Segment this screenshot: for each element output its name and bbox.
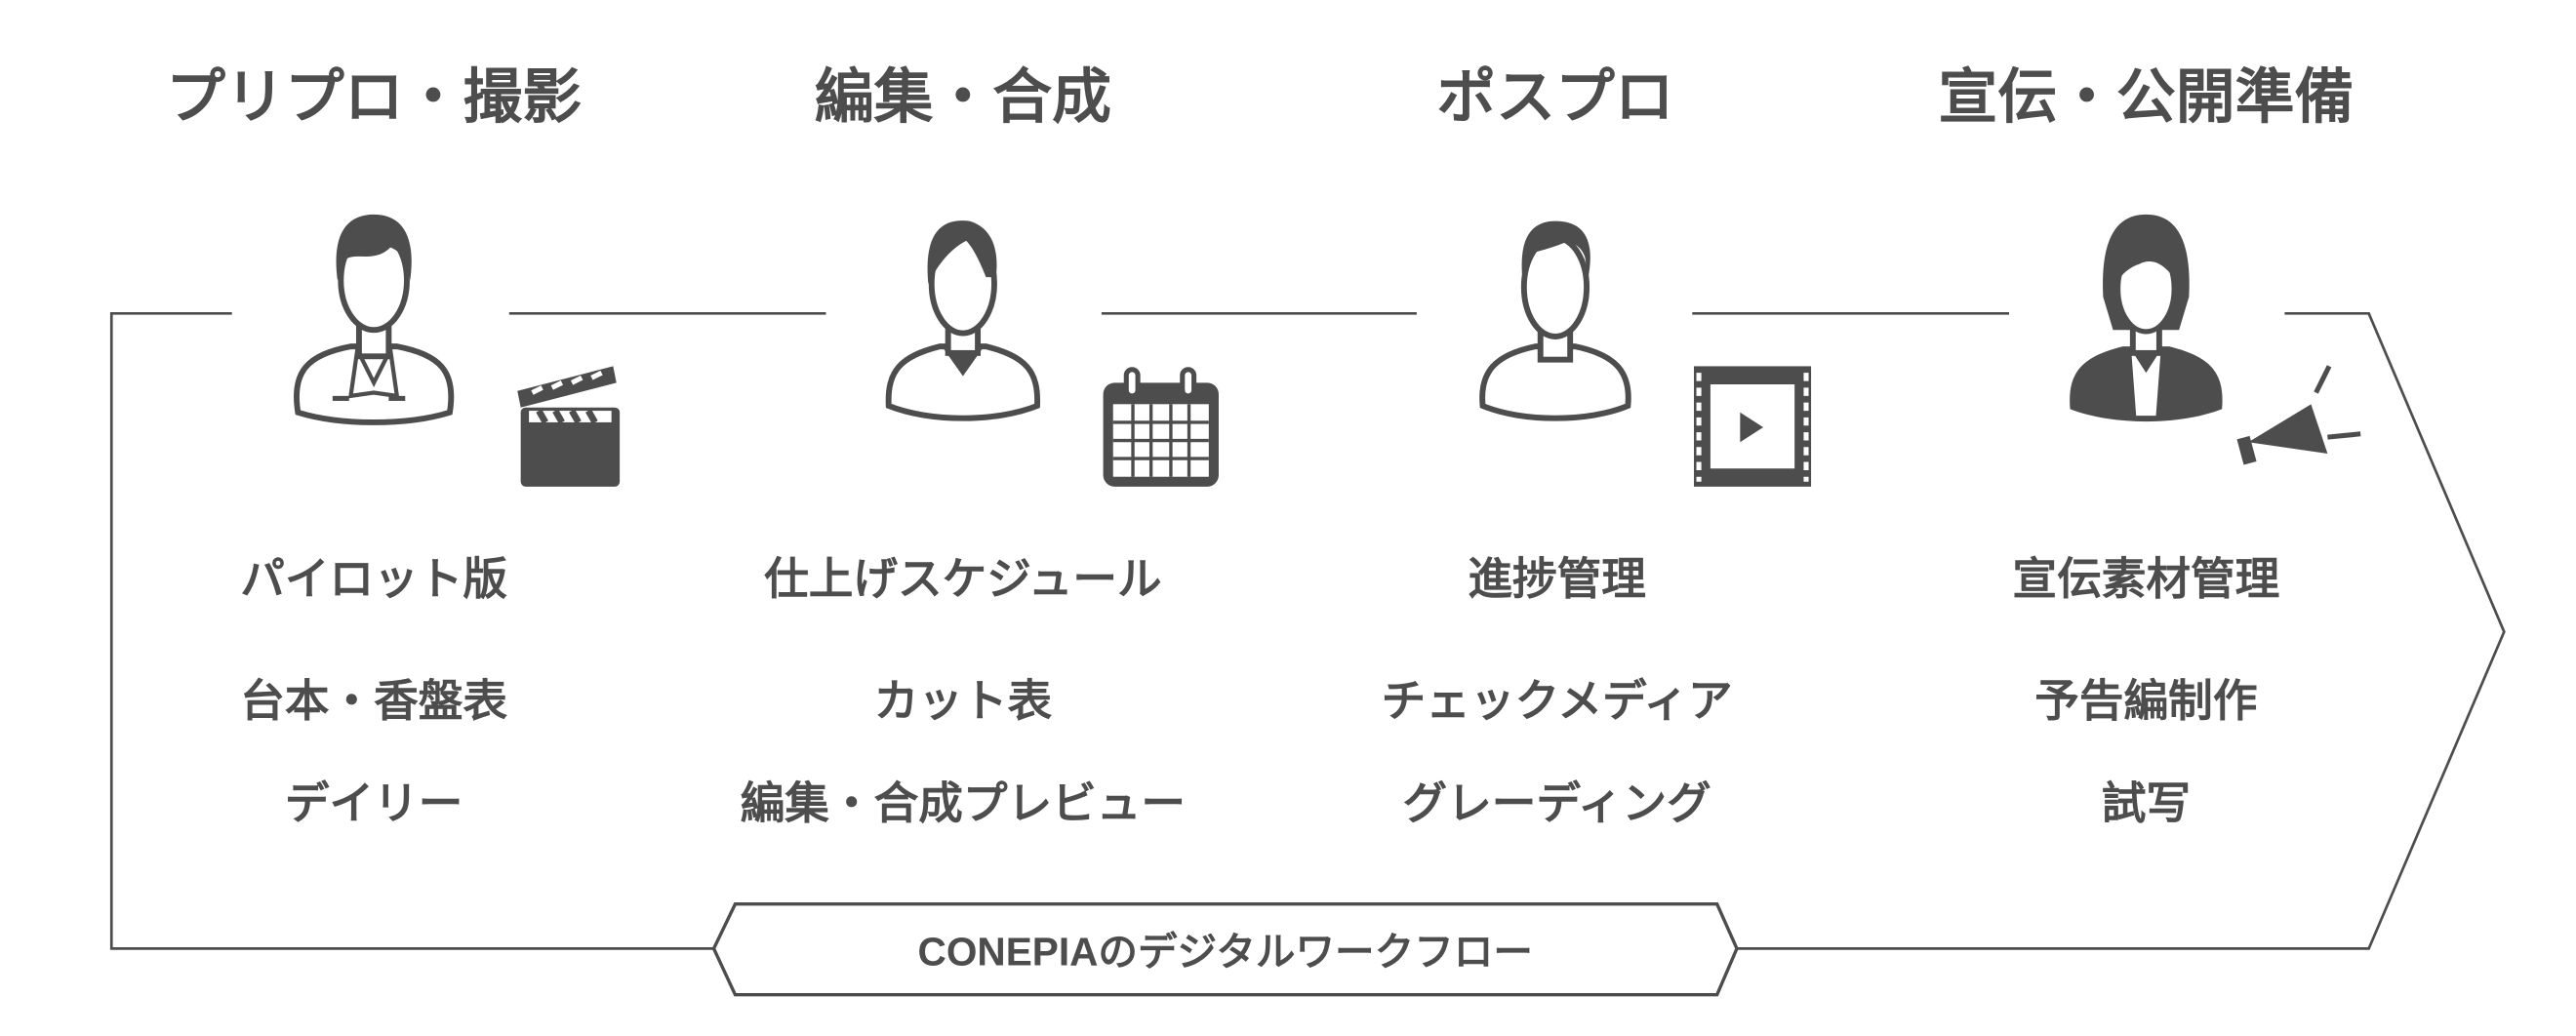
stage-title-preproduction: プリプロ・撮影 (166, 63, 582, 130)
stage-title-promotion: 宣伝・公開準備 (1938, 63, 2354, 130)
stage-title-editing: 編集・合成 (815, 63, 1111, 130)
flow-outline (109, 311, 2506, 950)
list-item: パイロット版 (240, 554, 507, 604)
badge-label: CONEPIAのデジタルワークフロー (918, 929, 1533, 974)
list-item: 進捗管理 (1468, 554, 1646, 604)
workflow-badge: CONEPIAのデジタルワークフロー (711, 902, 1739, 997)
clapperboard-icon (517, 366, 621, 487)
list-item: 台本・香盤表 (240, 676, 507, 726)
film-play-icon (1694, 366, 1812, 487)
list-item: デイリー (285, 778, 463, 828)
list-item: グレーディング (1402, 778, 1711, 828)
stage-items-promotion: 宣伝素材管理 予告編制作 試写 (2012, 554, 2279, 828)
list-item: チェックメディア (1382, 676, 1733, 726)
stage-items-postproduction: 進捗管理 チェックメディア グレーディング (1382, 554, 1733, 828)
list-item: 編集・合成プレビュー (741, 778, 1186, 828)
list-item: カット表 (874, 676, 1053, 726)
list-item: 予告編制作 (2034, 676, 2257, 726)
person-icon-promotion (2070, 214, 2223, 422)
person-icon-director (294, 214, 455, 425)
megaphone-icon (2236, 365, 2361, 465)
calendar-icon (1103, 367, 1219, 487)
list-item: 仕上げスケジュール (764, 554, 1162, 604)
stage-title-postproduction: ポスプロ (1436, 63, 1673, 130)
list-item: 試写 (2102, 778, 2191, 828)
list-item: 宣伝素材管理 (2012, 554, 2279, 604)
person-icon-postproduction (1479, 220, 1631, 421)
stage-items-preproduction: パイロット版 台本・香盤表 デイリー (240, 554, 507, 828)
person-icon-editor (885, 220, 1040, 421)
stage-items-editing: 仕上げスケジュール カット表 編集・合成プレビュー (741, 554, 1186, 828)
